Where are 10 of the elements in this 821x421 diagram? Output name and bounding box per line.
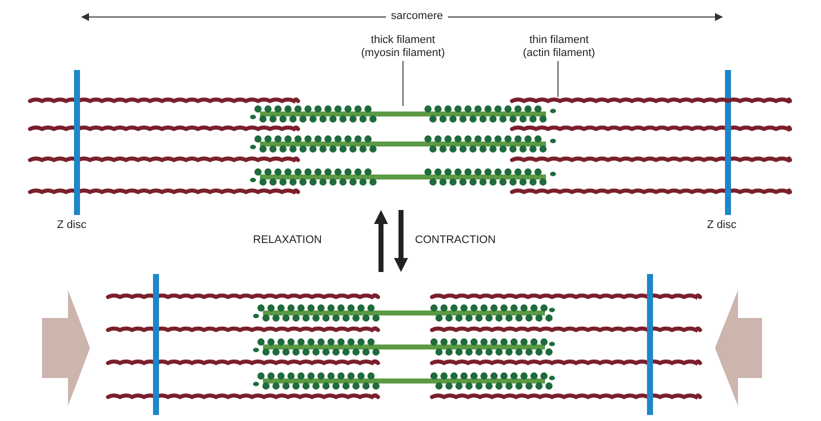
part-label: Z disc xyxy=(707,219,738,232)
part-label: thin filament (actin filament) xyxy=(515,34,603,60)
dimension-label: sarcomere xyxy=(390,10,444,23)
part-label: Z disc xyxy=(57,219,88,232)
part-label: thick filament (myosin filament) xyxy=(353,34,453,60)
leader-line xyxy=(402,60,404,106)
thick-filament xyxy=(250,105,556,123)
process-label: CONTRACTION xyxy=(415,234,497,247)
thin-filament xyxy=(510,98,792,103)
process-label: RELAXATION xyxy=(253,234,323,247)
